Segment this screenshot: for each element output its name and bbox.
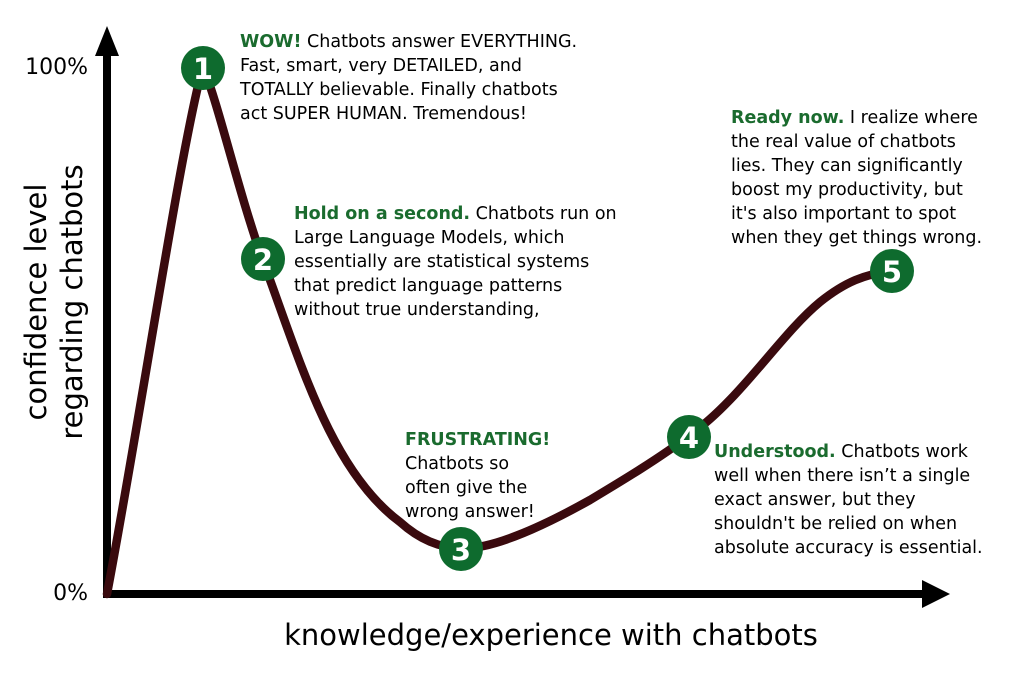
stage-4-line-5: absolute accuracy is essential. xyxy=(714,538,983,558)
stage-4-heading: Understood. xyxy=(714,442,836,462)
stage-1-line-4: act SUPER HUMAN. Tremendous! xyxy=(240,104,527,124)
stage-3-line-2: Chatbots so xyxy=(405,454,509,474)
stage-2-number: 2 xyxy=(253,243,273,277)
y-tick-0-label: 0% xyxy=(53,581,88,606)
stage-5-heading: Ready now. xyxy=(731,108,844,128)
stage-4-line-1: Chatbots work xyxy=(836,442,969,462)
stage-1-line-1: Chatbots answer EVERYTHING. xyxy=(301,32,577,52)
stage-5-line-6: when they get things wrong. xyxy=(731,228,982,248)
stage-4-line-4: shouldn't be relied on when xyxy=(714,514,957,534)
stage-5-annotation: Ready now. I realize where the real valu… xyxy=(0,0,1006,248)
stage-3-heading: FRUSTRATING! xyxy=(405,430,550,450)
stage-1-heading: WOW! xyxy=(240,32,301,52)
stage-5-line-1: I realize where xyxy=(844,108,978,128)
stage-2-circle xyxy=(241,237,285,281)
stage-3-line-4: wrong answer! xyxy=(405,502,535,522)
stage-3-annotation: FRUSTRATING! Chatbots so often give the … xyxy=(0,0,578,522)
stage-4-number: 4 xyxy=(679,421,699,455)
stage-5-line-5: it's also important to spot xyxy=(731,204,956,224)
stage-4-line-3: exact answer, but they xyxy=(714,490,916,510)
stage-1-annotation: WOW! Chatbots answer EVERYTHING. Fast, s… xyxy=(0,0,605,124)
stage-4-marker: 4 xyxy=(667,415,711,459)
stage-2-line-3: essentially are statistical systems xyxy=(294,252,589,272)
y-axis-title-line1: confidence level xyxy=(19,184,53,421)
y-tick-100-label: 100% xyxy=(25,55,88,80)
stage-3-number: 3 xyxy=(451,533,471,567)
stage-2-annotation: Hold on a second. Chatbots run on Large … xyxy=(0,0,644,320)
stage-5-marker: 5 xyxy=(870,249,914,293)
stage-1-number: 1 xyxy=(193,52,213,86)
stage-2-heading: Hold on a second. xyxy=(294,204,470,224)
stage-2-line-2: Large Language Models, which xyxy=(294,228,565,248)
x-axis-title: knowledge/experience with chatbots xyxy=(284,618,818,652)
y-axis-arrowhead xyxy=(95,26,119,56)
x-axis-arrowhead xyxy=(922,580,950,608)
stage-4-circle xyxy=(667,415,711,459)
stage-1-line-2: Fast, smart, very DETAILED, and xyxy=(240,56,522,76)
y-axis-title-line2: regarding chatbots xyxy=(55,164,89,439)
stage-1-marker: 1 xyxy=(181,46,225,90)
stage-5-line-3: lies. They can significantly xyxy=(731,156,963,176)
stage-3-line-3: often give the xyxy=(405,478,527,498)
stage-4-line-2: well when there isn’t a single xyxy=(714,466,970,486)
stage-5-line-4: boost my productivity, but xyxy=(731,180,963,200)
stage-2-line-5: without true understanding, xyxy=(294,300,540,320)
y-axis-title: confidence level regarding chatbots xyxy=(19,164,89,439)
stage-4-annotation: Understood. Chatbots work well when ther… xyxy=(714,442,983,558)
stage-2-line-1: Chatbots run on xyxy=(470,204,617,224)
stage-1-line-3: TOTALLY believable. Finally chatbots xyxy=(239,80,558,100)
stage-1-circle xyxy=(181,46,225,90)
stage-5-line-2: the real value of chatbots xyxy=(731,132,956,152)
stage-2-line-4: that predict language patterns xyxy=(294,276,562,296)
stage-3-marker: 3 xyxy=(439,527,483,571)
confidence-curve xyxy=(102,61,897,599)
stage-3-circle xyxy=(439,527,483,571)
stage-2-marker: 2 xyxy=(241,237,285,281)
stage-5-circle xyxy=(870,249,914,293)
stage-5-number: 5 xyxy=(882,255,902,289)
